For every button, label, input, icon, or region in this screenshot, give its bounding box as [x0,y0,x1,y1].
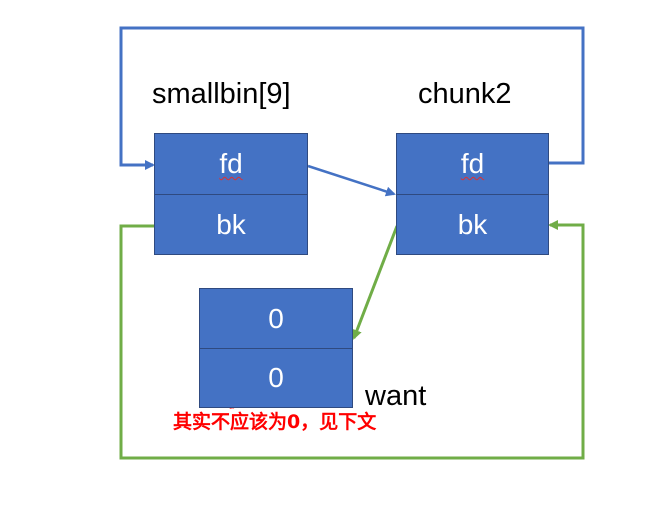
chunk2-fd-label: fd [460,148,485,179]
chunk2-fd-cell: fd [396,133,549,195]
smallbin-fd-to-chunk2-link [307,164,396,197]
want-bottom-cell: 0 [199,348,353,408]
want-bottom-value: 0 [268,362,284,393]
smallbin-fd-label: fd [219,148,243,179]
want-label: want [365,380,427,412]
chunk2-fd-to-smallbin-link [119,26,585,170]
smallbin-bk-to-chunk2-link [119,220,585,460]
chunk2-bk-cell: bk [396,194,549,255]
chunk2-title: chunk2 [418,78,512,110]
smallbin-bk-cell: bk [154,194,308,255]
want-top-cell: 0 [199,288,353,349]
want-top-value: 0 [268,302,284,334]
smallbin-bk-label: bk [216,208,246,240]
annotation-note: 其实不应该为0，见下文 [173,411,377,433]
chunk2-bk-to-want-link [352,225,399,340]
smallbin-title: smallbin[9] [152,78,291,110]
chunk2-bk-label: bk [457,208,488,240]
smallbin-fd-cell: fd [154,133,308,195]
